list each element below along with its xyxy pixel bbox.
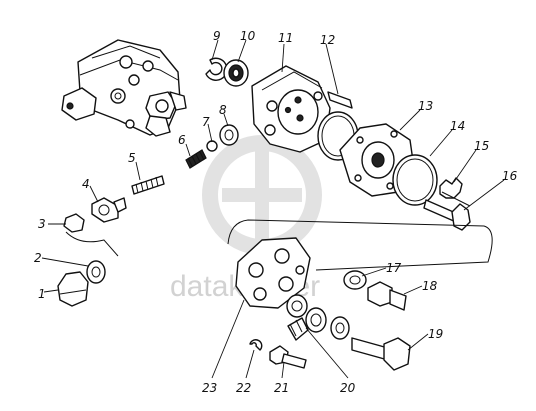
watermark-logo: [202, 135, 322, 255]
label-20: 20: [340, 381, 356, 395]
label-15: 15: [474, 139, 489, 153]
washer-8: [219, 124, 239, 146]
label-6: 6: [178, 133, 186, 147]
label-16: 16: [502, 169, 518, 183]
pipe-line: [65, 219, 493, 271]
label-22: 22: [236, 381, 251, 395]
label-4: 4: [82, 177, 90, 191]
label-14: 14: [450, 119, 465, 133]
label-2: 2: [34, 251, 42, 265]
cap-nut-1: [57, 271, 89, 307]
label-13: 13: [418, 99, 433, 113]
label-18: 18: [422, 279, 438, 293]
spring-6: [185, 149, 207, 169]
block-23: [235, 237, 311, 309]
fitting-4: [91, 197, 127, 223]
label-9: 9: [213, 29, 221, 43]
housing-11: [251, 65, 331, 153]
label-19: 19: [428, 327, 443, 341]
leader-lines: [41, 39, 505, 379]
label-8: 8: [219, 103, 227, 117]
label-12: 12: [320, 33, 335, 47]
bolt-19: [351, 337, 411, 371]
label-23: 23: [202, 381, 217, 395]
label-3: 3: [38, 217, 46, 231]
bolt-21: [269, 345, 307, 369]
shaft-16: [423, 199, 471, 231]
label-1: 1: [38, 287, 46, 301]
label-11: 11: [278, 31, 293, 45]
gear-15: [439, 177, 471, 207]
seal-ring-14: [392, 154, 438, 206]
label-7: 7: [202, 115, 210, 129]
ball-7: [206, 140, 218, 152]
washer-17: [343, 270, 367, 290]
nut-3: [63, 213, 85, 233]
bearing-10: [223, 59, 249, 87]
label-21: 21: [274, 381, 289, 395]
pump-assembly: [61, 39, 187, 137]
spring-5: [131, 175, 165, 195]
label-17: 17: [386, 261, 402, 275]
part-numbers: 1 2 3 4 5 6 7 8 9 10 11 12 13 14 15 16 1…: [34, 29, 518, 395]
label-5: 5: [128, 151, 136, 165]
fitting-18: [367, 281, 407, 311]
label-10: 10: [240, 29, 256, 43]
washer-2: [86, 260, 106, 284]
snap-ring-9: [205, 57, 228, 81]
clip-22: [249, 339, 263, 351]
pin-12: [327, 91, 353, 109]
banjo-20: [286, 294, 350, 341]
